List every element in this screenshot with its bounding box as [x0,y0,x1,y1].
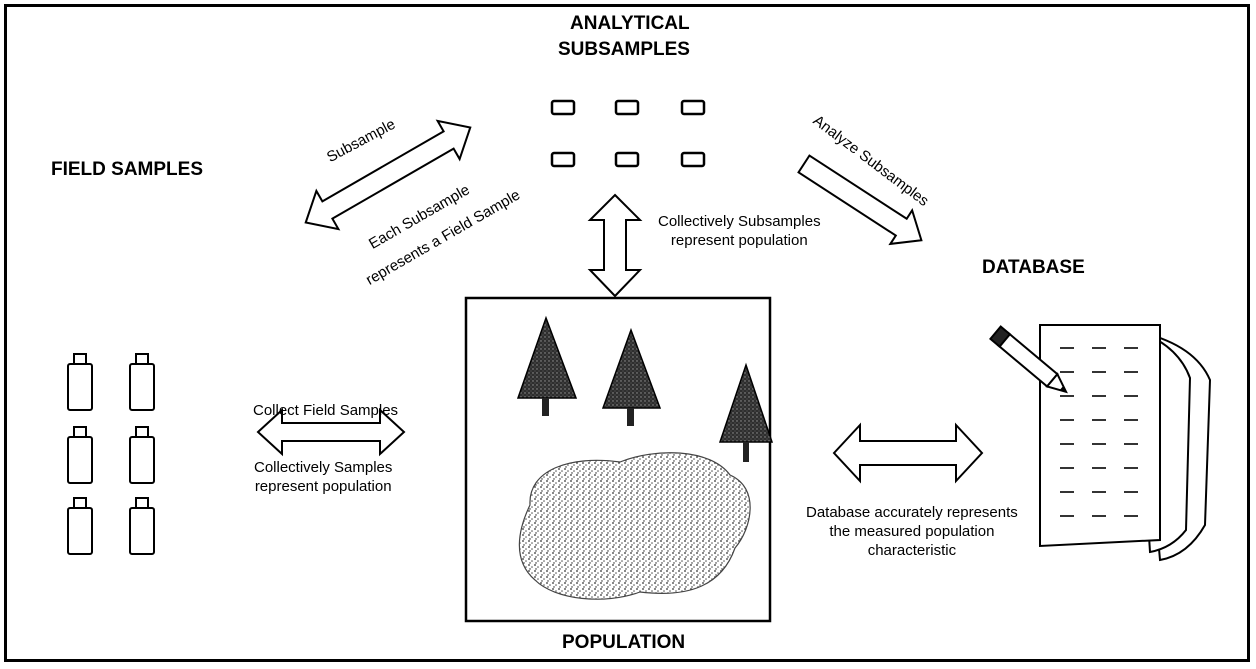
collectively-samples-line1: Collectively Samples [254,459,393,476]
bottle-icon [67,497,93,555]
database-represents-label: Database accurately represents the measu… [806,503,1018,560]
analyze-arrow [797,154,923,246]
collectively-subsamples-line1: Collectively Subsamples [658,213,821,230]
database-represents-line2: the measured population [829,523,995,540]
notebook-icon [1039,324,1212,562]
bottle-icon [129,353,155,411]
tree-icon [516,315,578,416]
bottle-icon [67,353,93,411]
subsample-double-arrow [304,119,472,231]
database-represents-line3: characteristic [867,542,957,559]
subsample-box [680,151,706,168]
database-heading: DATABASE [982,257,1085,278]
subsample-box [680,99,706,116]
bottle-icon [129,497,155,555]
database-double-arrow [832,422,984,484]
collect-double-arrow [256,407,406,457]
field-sample-bottles [67,353,155,555]
collectively-samples-label: Collectively Samples represent populatio… [254,458,392,496]
subsample-box [550,151,576,168]
collectively-subsamples-line2: represent population [670,232,808,249]
tree-icon [601,327,662,426]
analytical-heading-line1: ANALYTICAL [570,13,690,34]
population-heading: POPULATION [562,632,686,653]
vertical-double-arrow [587,193,643,298]
population-area-blob [518,452,751,600]
database-represents-line1: Database accurately represents [806,504,1018,521]
subsample-box [614,151,640,168]
collect-field-samples-label: Collect Field Samples [253,402,399,419]
subsample-box [550,99,576,116]
tree-icon [718,362,774,462]
analytical-heading-line2: SUBSAMPLES [558,39,690,60]
pencil-icon [989,325,1068,394]
bottle-icon [67,426,93,484]
bottle-icon [129,426,155,484]
collectively-subsamples-label: Collectively Subsamples represent popula… [658,212,821,250]
subsample-box [614,99,640,116]
subsample-boxes [550,99,706,168]
collectively-samples-line2: represent population [254,478,392,495]
field-samples-heading: FIELD SAMPLES [51,159,204,180]
